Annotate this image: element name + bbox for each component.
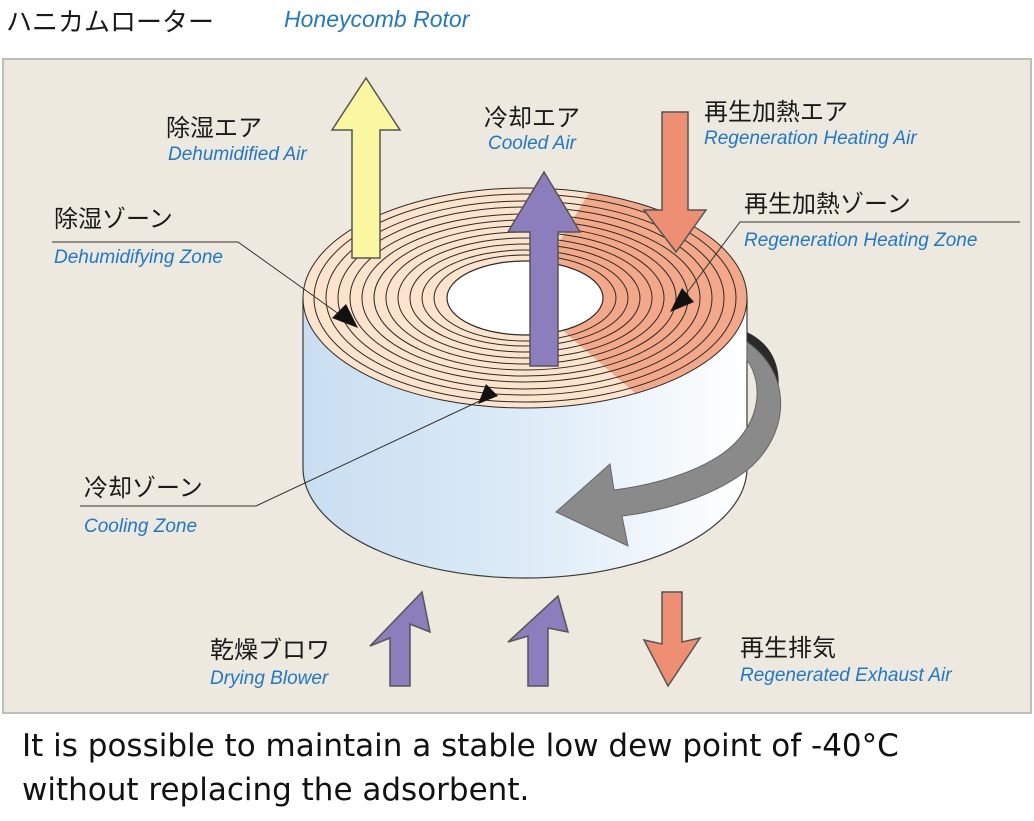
drying-blower-arrow-left — [369, 590, 432, 687]
caption-line-2: without replacing the adsorbent. — [22, 772, 530, 808]
leader-lines — [52, 221, 1020, 507]
page-title-english: Honeycomb Rotor — [284, 6, 470, 32]
regeneration-heating-air-arrow — [642, 111, 708, 254]
regeneration-heating-air-label: 再生加熱エア — [704, 98, 848, 126]
dehumidifying-zone-label-english: Dehumidifying Zone — [54, 247, 223, 268]
pointer-cooling-zone — [478, 384, 498, 404]
leader-regeneration-zone — [679, 221, 1020, 303]
caption: It is possible to maintain a stable low … — [22, 724, 1022, 812]
pointer-dehumidifying-zone — [332, 304, 358, 328]
cooling-zone-label: 冷却ゾーン — [84, 474, 203, 502]
regeneration-heating-zone-label: 再生加熱ゾーン — [744, 190, 911, 218]
regenerated-exhaust-air-label-english: Regenerated Exhaust Air — [740, 665, 952, 686]
regenerated-exhaust-air-label: 再生排気 — [740, 634, 836, 662]
cooled-air-label: 冷却エア — [484, 104, 580, 132]
rotation-arrow-icon — [555, 341, 782, 547]
drying-blower-arrow-right — [507, 594, 570, 687]
regeneration-heating-air-label-english: Regeneration Heating Air — [704, 128, 917, 149]
dehumidified-air-arrow — [330, 76, 402, 259]
cooled-air-label-english: Cooled Air — [488, 133, 577, 154]
cooling-zone-label-english: Cooling Zone — [84, 516, 198, 537]
dehumidified-air-label-english: Dehumidified Air — [168, 144, 307, 165]
pointer-regeneration-zone — [670, 288, 694, 312]
regeneration-heating-zone-label-english: Regeneration Heating Zone — [744, 230, 978, 251]
leader-cooling-zone — [80, 397, 487, 507]
rotor-hub-hole — [446, 260, 604, 336]
regenerated-exhaust-air-arrow — [642, 591, 702, 688]
regeneration-zone-sector — [525, 188, 747, 393]
leader-dehumidifying-zone — [52, 241, 351, 323]
drying-blower-label: 乾燥ブロワ — [210, 636, 330, 664]
dehumidifying-zone-label: 除湿ゾーン — [54, 205, 173, 233]
honeycomb-rings — [302, 187, 748, 409]
drying-blower-label-english: Drying Blower — [210, 668, 329, 689]
page-title: ハニカムローター — [6, 8, 215, 38]
dehumidified-air-label: 除湿エア — [166, 114, 262, 142]
caption-line-1: It is possible to maintain a stable low … — [22, 728, 899, 764]
cooled-air-arrow — [506, 170, 582, 367]
